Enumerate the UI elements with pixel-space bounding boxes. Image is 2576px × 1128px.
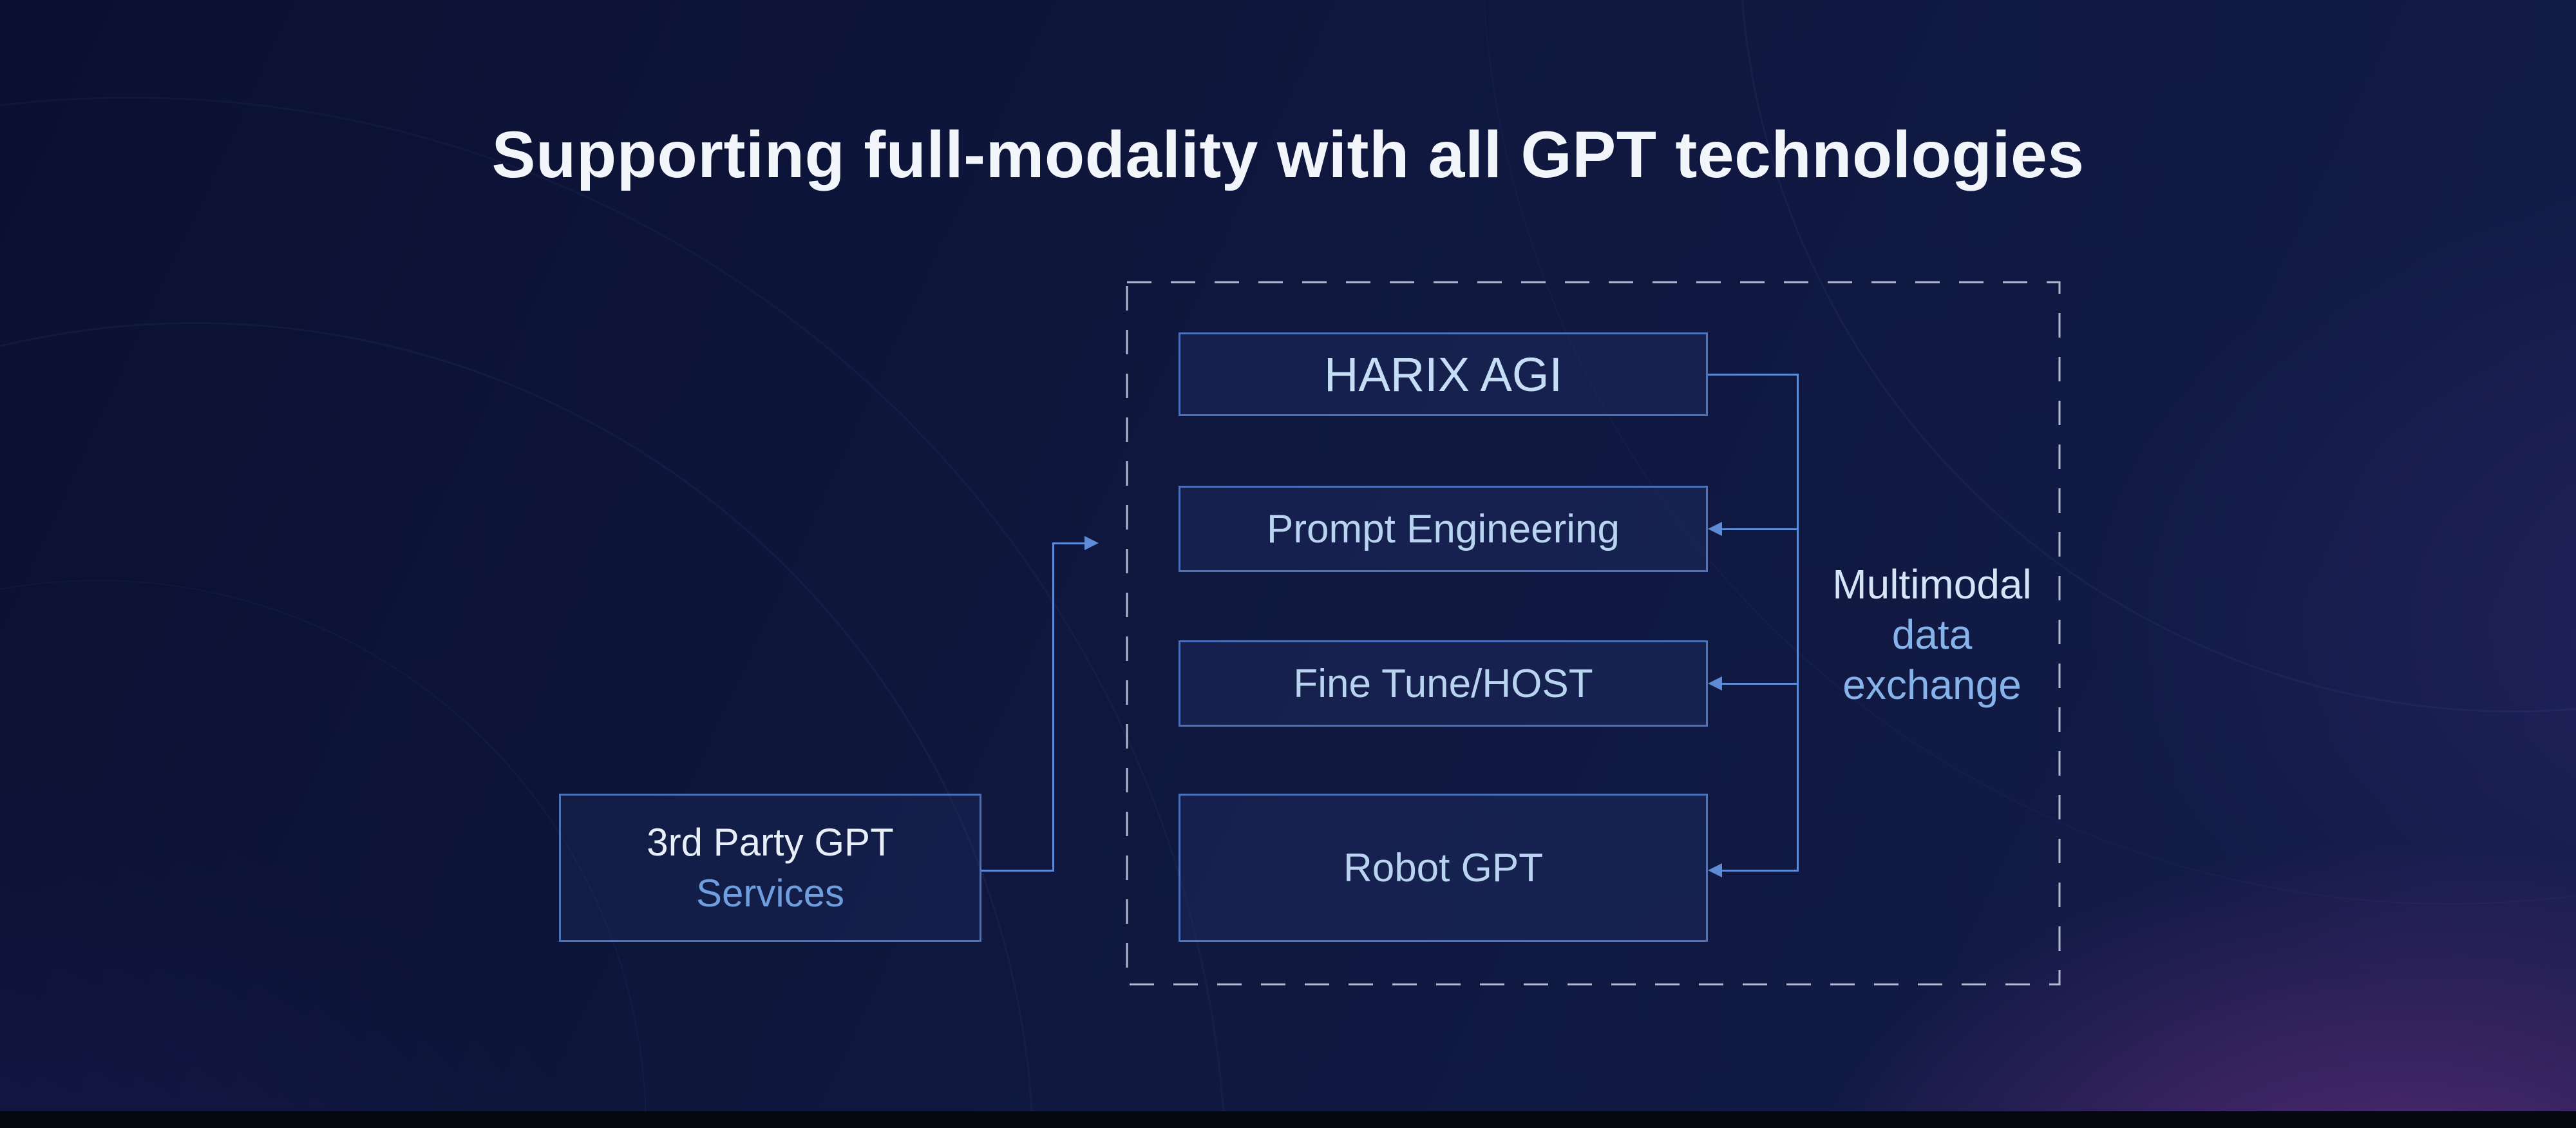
box-fine-tune-host: Fine Tune/HOST: [1179, 640, 1708, 727]
arrow-into-robot-gpt: [1708, 863, 1722, 877]
side-label-line-3: exchange: [1842, 662, 2022, 708]
box-fine-tune-host-label: Fine Tune/HOST: [1293, 661, 1593, 706]
bottom-edge-bar: [0, 1111, 2576, 1128]
external-box-title: 3rd Party GPT: [647, 821, 894, 864]
connector-harix-to-bus: [1708, 374, 1799, 376]
connector-bus-to-prompt: [1722, 528, 1799, 530]
connector-bus-to-robot: [1722, 870, 1799, 872]
box-prompt-engineering-label: Prompt Engineering: [1267, 506, 1620, 551]
arrow-into-dashed-container: [1084, 536, 1099, 550]
connector-bus-to-fine-tune: [1722, 683, 1799, 685]
connector-bus-vertical: [1797, 374, 1799, 872]
dashed-container: [1126, 281, 2061, 986]
side-label-line-1: Multimodal: [1832, 561, 2032, 607]
arrow-into-prompt-engineering: [1708, 522, 1722, 536]
box-3rd-party-gpt-services: 3rd Party GPT Services: [559, 794, 981, 942]
connector-external-top: [1052, 542, 1086, 544]
external-box-subtitle: Services: [696, 872, 845, 915]
box-harix-agi-label: HARIX AGI: [1323, 347, 1563, 401]
decorative-arc: [0, 322, 1034, 1128]
box-harix-agi: HARIX AGI: [1179, 332, 1708, 416]
box-robot-gpt: Robot GPT: [1179, 794, 1708, 942]
multimodal-data-exchange-label: Multimodal data exchange: [1823, 559, 2041, 710]
slide-title: Supporting full-modality with all GPT te…: [491, 118, 2085, 191]
connector-external-horizontal: [981, 870, 1054, 872]
box-prompt-engineering: Prompt Engineering: [1179, 486, 1708, 572]
arrow-into-fine-tune-host: [1708, 676, 1722, 691]
box-robot-gpt-label: Robot GPT: [1343, 845, 1544, 890]
connector-external-vertical: [1052, 542, 1054, 872]
decorative-arc: [0, 580, 647, 1128]
decorative-arc: [0, 97, 1227, 1128]
side-label-line-2: data: [1891, 611, 1973, 658]
dashed-border: [1126, 281, 2061, 986]
